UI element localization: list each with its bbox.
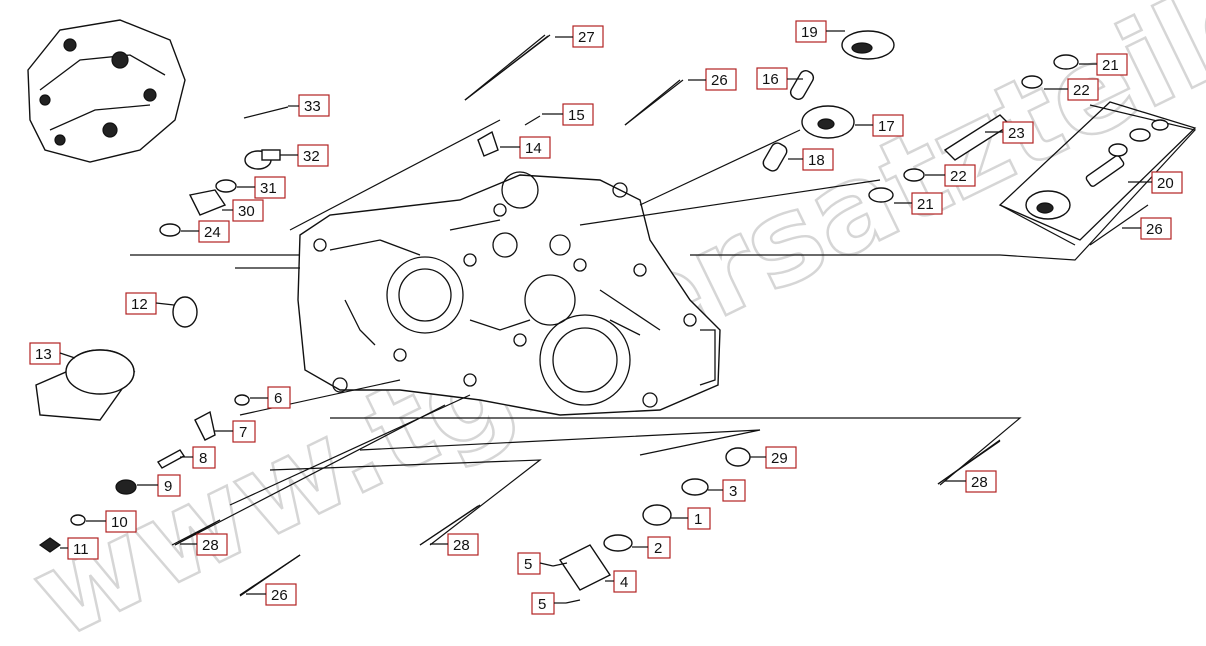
svg-text:33: 33 — [304, 98, 321, 115]
svg-text:28: 28 — [202, 537, 219, 554]
svg-text:28: 28 — [971, 474, 988, 491]
callout-33: 33 — [298, 94, 330, 117]
callout-31: 31 — [254, 176, 286, 199]
callout-7: 7 — [232, 420, 256, 443]
svg-text:32: 32 — [303, 148, 320, 165]
callout-27: 27 — [572, 25, 604, 48]
svg-text:26: 26 — [271, 587, 288, 604]
svg-text:27: 27 — [578, 29, 595, 46]
svg-text:5: 5 — [538, 596, 546, 613]
svg-text:3: 3 — [729, 483, 737, 500]
svg-text:16: 16 — [762, 71, 779, 88]
svg-text:2: 2 — [654, 540, 662, 557]
svg-text:30: 30 — [238, 203, 255, 220]
svg-text:10: 10 — [111, 514, 128, 531]
svg-text:21: 21 — [1102, 57, 1119, 74]
svg-text:7: 7 — [239, 424, 247, 441]
engine-thumbnail — [27, 19, 186, 163]
parts — [35, 30, 1197, 604]
callout-12: 12 — [125, 292, 157, 315]
svg-text:31: 31 — [260, 180, 277, 197]
svg-text:9: 9 — [164, 478, 172, 495]
svg-text:29: 29 — [771, 450, 788, 467]
callouts: 27 26 19 16 21 22 33 15 17 23 32 14 18 3… — [29, 20, 1183, 615]
callout-26: 26 — [705, 68, 737, 91]
callout-18: 18 — [802, 148, 834, 171]
svg-text:28: 28 — [453, 537, 470, 554]
callout-29: 29 — [765, 446, 797, 469]
callout-28c: 28 — [447, 533, 479, 556]
callout-21: 21 — [1096, 53, 1128, 76]
svg-text:19: 19 — [801, 24, 818, 41]
svg-text:23: 23 — [1008, 125, 1025, 142]
callout-26b: 26 — [1140, 217, 1172, 240]
svg-text:14: 14 — [525, 140, 542, 157]
callout-26c: 26 — [265, 583, 297, 606]
callout-4: 4 — [613, 570, 637, 593]
callout-8: 8 — [192, 446, 216, 469]
callout-15: 15 — [562, 103, 594, 126]
callout-17: 17 — [872, 114, 904, 137]
svg-text:5: 5 — [524, 556, 532, 573]
svg-text:15: 15 — [568, 107, 585, 124]
svg-text:8: 8 — [199, 450, 207, 467]
callout-20: 20 — [1151, 171, 1183, 194]
callout-30: 30 — [232, 199, 264, 222]
crankcase — [297, 171, 721, 416]
svg-text:21: 21 — [917, 196, 934, 213]
svg-text:22: 22 — [1073, 82, 1090, 99]
svg-text:1: 1 — [694, 511, 702, 528]
callout-5: 5 — [517, 552, 541, 575]
callout-28: 28 — [965, 470, 997, 493]
callout-24: 24 — [198, 220, 230, 243]
callout-11: 11 — [67, 537, 99, 560]
svg-text:18: 18 — [808, 152, 825, 169]
callout-23: 23 — [1002, 121, 1034, 144]
callout-2: 2 — [647, 536, 671, 559]
callout-22b: 22 — [944, 164, 976, 187]
svg-text:11: 11 — [73, 541, 89, 558]
svg-text:26: 26 — [1146, 221, 1163, 238]
svg-text:13: 13 — [35, 346, 52, 363]
callout-19: 19 — [795, 20, 827, 43]
callout-9: 9 — [157, 474, 181, 497]
svg-text:24: 24 — [204, 224, 221, 241]
svg-text:20: 20 — [1157, 175, 1174, 192]
callout-14: 14 — [519, 136, 551, 159]
callout-1: 1 — [687, 507, 711, 530]
svg-text:22: 22 — [950, 168, 967, 185]
callout-3: 3 — [722, 479, 746, 502]
svg-text:6: 6 — [274, 390, 282, 407]
callout-32: 32 — [297, 144, 329, 167]
callout-10: 10 — [105, 510, 137, 533]
label-stubs — [59, 30, 1152, 604]
callout-28b: 28 — [196, 533, 228, 556]
callout-21b: 21 — [911, 192, 943, 215]
svg-text:4: 4 — [620, 574, 628, 591]
callout-22: 22 — [1067, 78, 1099, 101]
svg-text:12: 12 — [131, 296, 148, 313]
callout-16: 16 — [756, 67, 788, 90]
callout-13: 13 — [29, 342, 61, 365]
svg-text:26: 26 — [711, 72, 728, 89]
callout-6: 6 — [267, 386, 291, 409]
callout-5b: 5 — [531, 592, 555, 615]
svg-text:17: 17 — [878, 118, 895, 135]
